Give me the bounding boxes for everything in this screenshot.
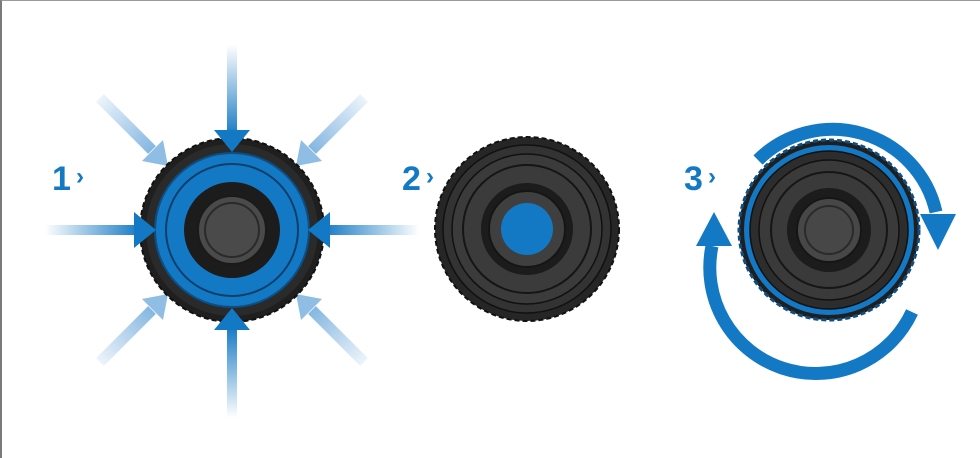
diagonal-arrow-top-left [96,94,168,166]
diagonal-arrow-top-right [296,94,368,166]
center-dot-icon [501,203,553,255]
diagonal-arrow-bottom-right [296,294,368,366]
knob-2 [434,136,620,322]
step-1: 1 › [45,45,419,418]
arrow-left-right [308,212,419,248]
step-1-chevron: › [76,163,84,190]
inward-arrows-icon [96,94,368,366]
arrow-down-top [214,45,250,152]
step-3-chevron: › [708,163,716,190]
rotate-arrows-icon [696,122,956,380]
step-2-number: 2 [402,160,421,198]
step-3-number: 3 [684,160,703,198]
arrow-up-bottom [214,308,250,418]
diagonal-arrow-bottom-left [96,294,168,366]
step-2: 2 › [402,136,620,322]
step-2-chevron: › [426,163,434,190]
knob-1 [139,137,325,323]
step-3: 3 › [684,122,956,380]
arrow-right-left [45,212,156,248]
knob-3 [737,138,921,322]
step-1-number: 1 [52,160,71,198]
